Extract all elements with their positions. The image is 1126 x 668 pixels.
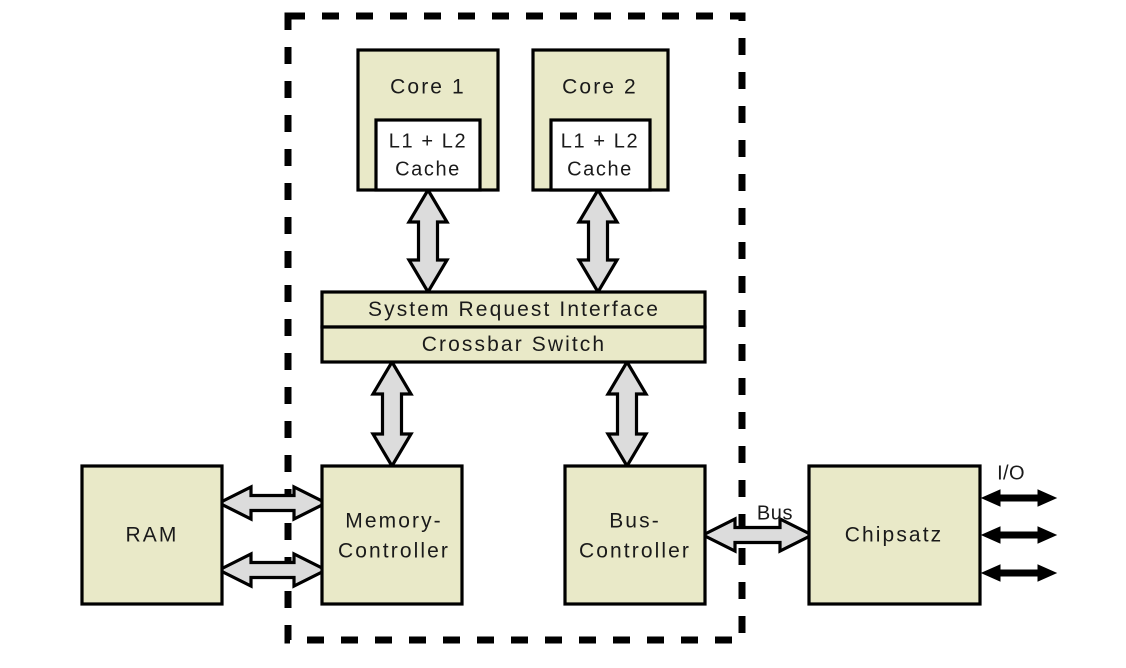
core-1-cache-label-line1: L1 + L2	[389, 130, 468, 152]
system-request-interface-label: System Request Interface	[368, 298, 660, 321]
chipsatz-label: Chipsatz	[845, 524, 944, 547]
core-2-cache-label-line1: L1 + L2	[561, 130, 640, 152]
io-arrow-2	[980, 526, 1058, 544]
io-arrow-1	[980, 489, 1058, 507]
block-crossbar-switch: Crossbar Switch	[320, 325, 707, 364]
io-arrow-3	[980, 564, 1058, 582]
block-memory-controller: Memory- Controller	[320, 464, 464, 606]
bus-controller-label-line2: Controller	[579, 540, 691, 563]
arrow-core1-to-system-request-interface	[406, 186, 450, 296]
arrow-ram-to-memory-controller-lower	[215, 551, 330, 589]
block-core-2: Core 2 L1 + L2 Cache	[531, 48, 670, 192]
core-2-cache-label-line2: Cache	[567, 158, 633, 180]
bus-controller-label-line1: Bus-	[609, 510, 661, 533]
core-1-cache-label-line2: Cache	[395, 158, 461, 180]
arrow-core2-to-system-request-interface	[576, 186, 620, 296]
memory-controller-label-line1: Memory-	[345, 510, 443, 533]
core-1-label: Core 1	[390, 76, 466, 99]
core-2-label: Core 2	[562, 76, 638, 99]
arrow-ram-to-memory-controller-upper	[215, 484, 330, 522]
arrow-crossbar-to-bus-controller	[605, 358, 649, 470]
io-label: I/O	[997, 462, 1025, 484]
block-core-2-cache	[549, 118, 652, 192]
block-ram: RAM	[80, 464, 224, 606]
block-system-request-interface: System Request Interface	[320, 290, 707, 329]
bus-connection-label: Bus	[757, 502, 793, 524]
block-bus-controller: Bus- Controller	[563, 464, 707, 606]
crossbar-switch-label: Crossbar Switch	[422, 333, 606, 356]
cpu-die-dashed-boundary	[284, 12, 746, 644]
block-core-1: Core 1 L1 + L2 Cache	[356, 48, 500, 192]
block-chipsatz: Chipsatz	[807, 464, 982, 606]
ram-label: RAM	[126, 524, 179, 547]
memory-controller-label-line2: Controller	[338, 540, 450, 563]
arrow-crossbar-to-memory-controller	[370, 358, 414, 470]
block-core-1-cache	[374, 118, 482, 192]
